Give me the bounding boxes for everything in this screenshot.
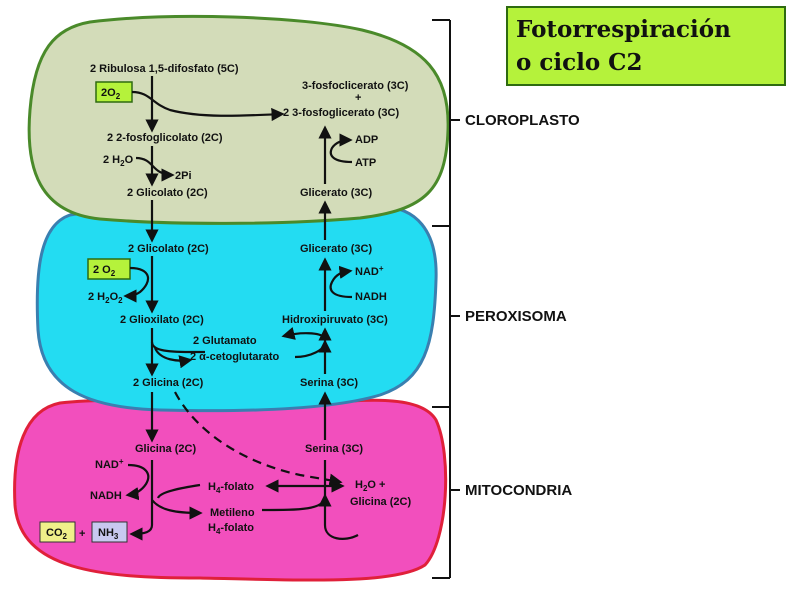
- adp-label: ADP: [355, 134, 378, 146]
- flow-arrows: [123, 76, 359, 541]
- pga-plus: +: [355, 92, 361, 104]
- hydroxypyruvate-label: Hidroxipiruvato (3C): [282, 314, 388, 326]
- label-cloroplasto: CLOROPLASTO: [465, 112, 580, 129]
- phosphoglycolate-label: 2 2-fosfoglicolato (2C): [107, 132, 223, 144]
- nad-peroxisome-label: NAD+: [355, 264, 384, 278]
- title-line-2: o ciclo C2: [516, 49, 643, 76]
- title-box: [506, 6, 786, 86]
- serine-mito-label: Serina (3C): [305, 443, 363, 455]
- ketoglutarate-label: 2 α-cetoglutarato: [190, 351, 280, 363]
- co2-nh3-plus: +: [79, 528, 85, 540]
- h2o-label-chloroplast: 2 H2O: [103, 154, 134, 168]
- nadh-peroxisome-label: NADH: [355, 291, 387, 303]
- o2-label-chloroplast: 2O2: [101, 87, 121, 101]
- glycerate-chloroplast-label: Glicerato (3C): [300, 187, 372, 199]
- methylene-label: Metileno: [210, 507, 255, 519]
- h2o-mito-label: H2O +: [355, 479, 385, 493]
- nad-mito-label: NAD+: [95, 457, 124, 471]
- glyoxylate-label: 2 Glioxilato (2C): [120, 314, 204, 326]
- label-mitocondria: MITOCONDRIA: [465, 482, 572, 499]
- h2o2-label: 2 H2O2: [88, 291, 123, 305]
- section-bracket: [432, 19, 460, 579]
- h4folate-label: H4-folato: [208, 481, 254, 495]
- pi-label: 2Pi: [175, 170, 192, 182]
- pga-top-label: 3-fosfoclicerato (3C): [302, 80, 409, 92]
- nh3-label: NH3: [98, 527, 119, 541]
- chloroplast-shape: [27, 14, 450, 225]
- co2-box: [39, 521, 76, 543]
- peroxisome-shape: [35, 204, 438, 413]
- rubp-label: 2 Ribulosa 1,5-difosfato (5C): [90, 63, 239, 75]
- glycolate-chloroplast-label: 2 Glicolato (2C): [127, 187, 208, 199]
- glutamate-label: 2 Glutamato: [193, 335, 257, 347]
- methylene-h4folate-label: H4-folato: [208, 522, 254, 536]
- glycolate-peroxisome-label: 2 Glicolato (2C): [128, 243, 209, 255]
- label-peroxisoma: PEROXISOMA: [465, 308, 567, 325]
- serine-peroxisome-label: Serina (3C): [300, 377, 358, 389]
- o2-label-peroxisome: 2 O2: [93, 264, 116, 278]
- nh3-box: [91, 521, 128, 543]
- glycine2-mito-label: Glicina (2C): [350, 496, 411, 508]
- nadh-mito-label: NADH: [90, 490, 122, 502]
- glycine-mito-label: Glicina (2C): [135, 443, 196, 455]
- atp-label: ATP: [355, 157, 376, 169]
- co2-label: CO2: [46, 527, 68, 541]
- glycerate-peroxisome-label: Glicerato (3C): [300, 243, 372, 255]
- title-line-1: Fotorrespiración: [516, 16, 731, 43]
- pga-bottom-label: 2 3-fosfoglicerato (3C): [283, 107, 399, 119]
- glycine-peroxisome-label: 2 Glicina (2C): [133, 377, 204, 389]
